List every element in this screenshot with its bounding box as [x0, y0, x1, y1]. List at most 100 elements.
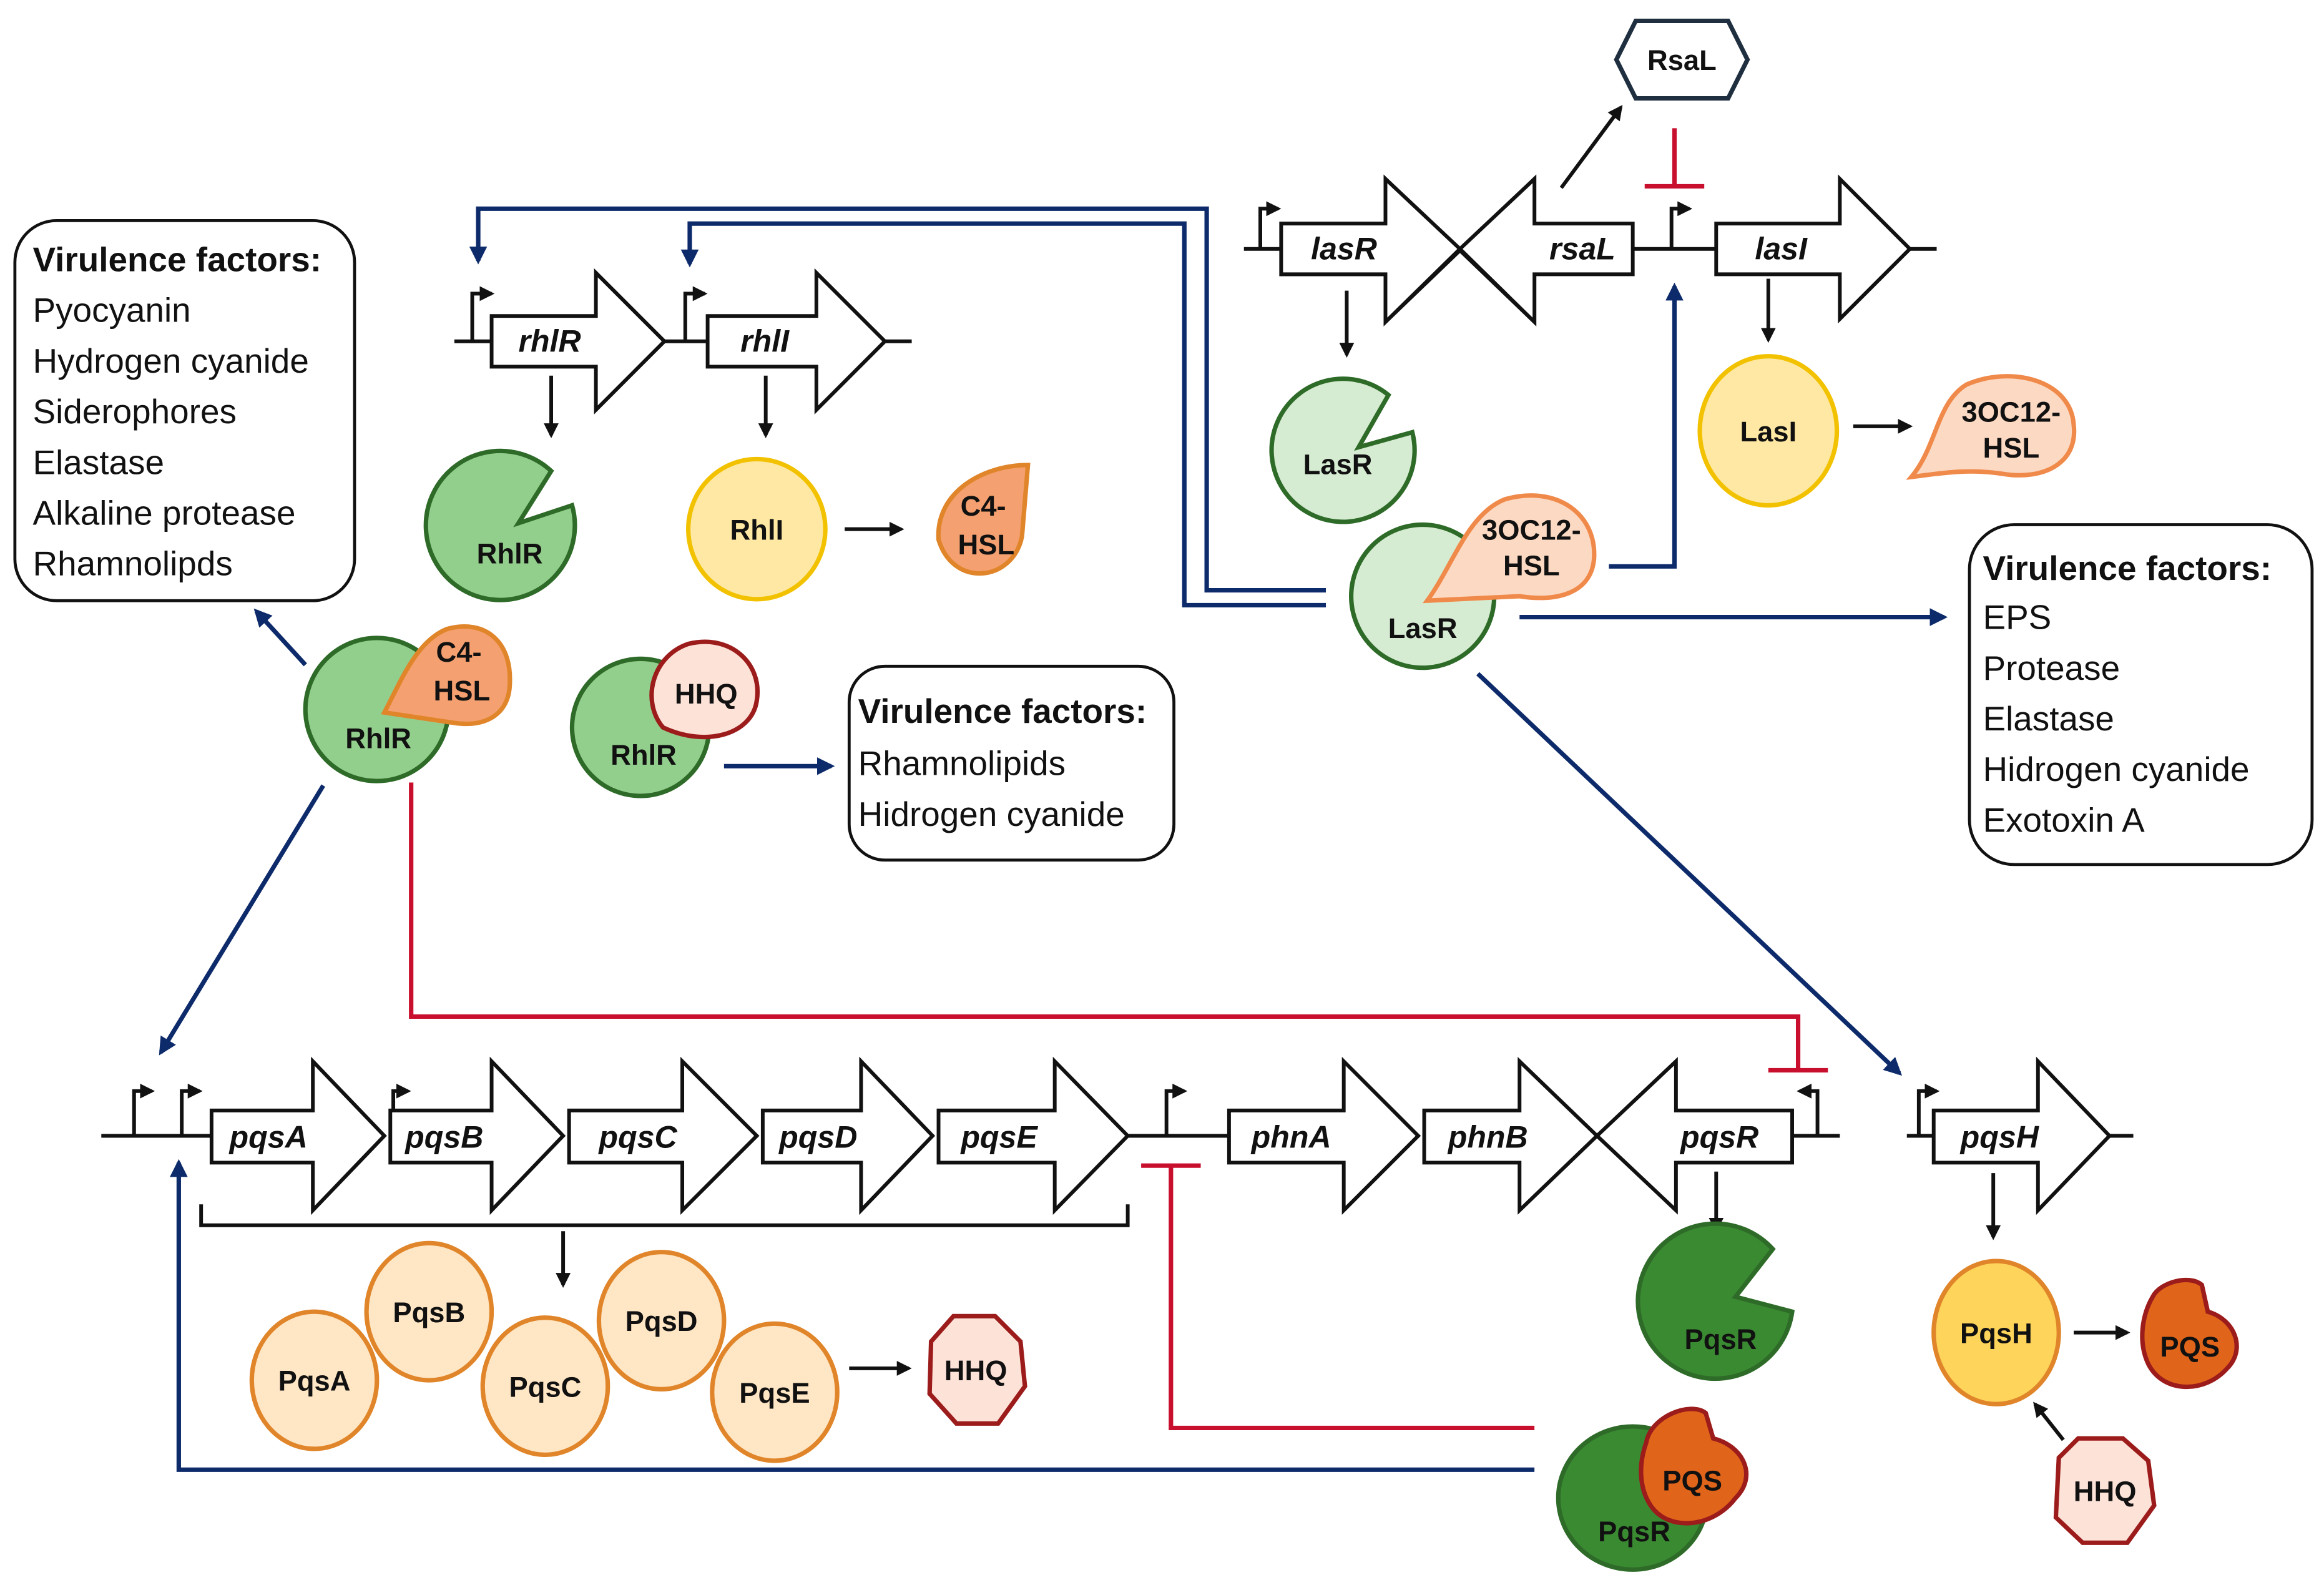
protein-label: RhlI: [730, 514, 784, 546]
protein-pqsR: PqsR: [1635, 1221, 1795, 1381]
gene-label: pqsH: [1959, 1120, 2040, 1155]
gene-label: pqsE: [959, 1120, 1038, 1155]
protein-label: PqsR: [1685, 1323, 1757, 1355]
signal-pqs: PQS: [2140, 1277, 2239, 1390]
activation-lasR-rhlR: [469, 206, 1326, 593]
virulence-title: Virulence factors:: [33, 240, 322, 279]
protein-rhlI: RhlI: [686, 456, 828, 602]
gene-label: pqsD: [778, 1120, 857, 1155]
virulence-item: Alkaline protease: [33, 493, 296, 532]
promoter-icon: [391, 1083, 411, 1111]
virulence-item: Rhamnolipds: [33, 544, 233, 583]
protein-label: RhlR: [345, 723, 411, 755]
signal-3oc12-hsl: 3OC12- HSL: [1906, 374, 2077, 480]
gene-label: lasR: [1311, 231, 1377, 266]
virulence-box-las: Virulence factors: EPS Protease Elastase…: [1968, 523, 2314, 866]
pqs-operon: pqsA pqsB pqsC pqsD pqsE phnA phnB pqsR …: [101, 1056, 2134, 1288]
promoter-icon: [683, 286, 708, 341]
complex-pqsR-pqs: PQS PqsR: [1556, 1406, 1749, 1572]
inhibition-pqsR-phnA: [1169, 1165, 1535, 1431]
enzyme-label: PqsE: [739, 1377, 810, 1409]
activation-pqsR-pqsA: [170, 1159, 1535, 1472]
virulence-item: Hydrogen cyanide: [33, 341, 309, 380]
activation-lasR-lasI: [1609, 282, 1684, 569]
promoter-icon: [1258, 201, 1282, 249]
gene-label: pqsC: [597, 1120, 677, 1155]
signal-label: HSL: [433, 675, 490, 707]
signal-label: C4-: [436, 636, 482, 668]
gene-phnA: [1227, 1056, 1421, 1215]
signal-label: HSL: [1983, 432, 2039, 464]
enzyme-pqsA: PqsA: [249, 1309, 380, 1451]
signal-label: 3OC12-: [1482, 514, 1581, 546]
protein-label: RsaL: [1647, 44, 1717, 76]
enzyme-pqsB: PqsB: [364, 1240, 494, 1383]
pqs-enzymes: PqsA PqsB PqsC PqsD PqsE: [249, 1240, 840, 1463]
promoter-icon: [1164, 1083, 1188, 1136]
signal-label: HHQ: [944, 1355, 1008, 1386]
virulence-item: Exotoxin A: [1983, 800, 2145, 839]
protein-label: RhlR: [610, 739, 677, 771]
signal-c4-hsl: C4- HSL: [936, 463, 1031, 576]
gene-rsaL: [1457, 174, 1635, 326]
virulence-item: Elastase: [1983, 699, 2114, 738]
gene-label: rhlI: [740, 323, 790, 358]
virulence-item: Rhamnolipids: [858, 744, 1066, 783]
las-operon: lasR rsaL lasI: [1243, 105, 1937, 358]
gene-label: pqsA: [228, 1120, 308, 1155]
signal-label: PQS: [1662, 1465, 1722, 1497]
promoter-icon: [1916, 1083, 1940, 1136]
inhibition-rsaL-lasI: [1644, 128, 1705, 189]
gene-label: pqsR: [1679, 1120, 1758, 1155]
signal-label: HHQ: [675, 678, 738, 710]
enzyme-pqsD: PqsD: [596, 1250, 727, 1391]
signal-label: 3OC12-: [1961, 396, 2061, 428]
gene-label: pqsB: [404, 1120, 483, 1155]
protein-pqsH: PqsH: [1931, 1259, 2061, 1406]
gene-lasI: [1714, 174, 1913, 324]
promoter-icon: [1797, 1083, 1820, 1136]
gene-pqsH: [1931, 1056, 2112, 1215]
signal-label: PQS: [2160, 1331, 2220, 1363]
gene-pqsD: [760, 1056, 936, 1215]
virulence-item: Protease: [1983, 649, 2120, 687]
virulence-title: Virulence factors:: [858, 692, 1147, 730]
protein-label: LasR: [1388, 612, 1458, 644]
enzyme-pqsC: PqsC: [480, 1315, 610, 1458]
virulence-item: EPS: [1983, 598, 2051, 637]
activation-lasR-rhlI: [680, 221, 1326, 608]
signal-label: C4-: [961, 490, 1006, 522]
protein-rhlR: RhlR: [423, 448, 577, 602]
protein-lasR: LasR: [1269, 376, 1417, 524]
virulence-item: Hidrogen cyanide: [858, 795, 1125, 833]
protein-label: PqsR: [1598, 1516, 1670, 1548]
gene-rhlR: [489, 268, 667, 415]
promoter-icon: [132, 1083, 155, 1136]
activation-rhlR-pqsA: [159, 784, 325, 1056]
gene-pqsB: [388, 1056, 566, 1215]
gene-label: phnB: [1447, 1120, 1528, 1155]
signal-hhq-substrate: HHQ: [2053, 1436, 2157, 1545]
enzyme-label: PqsC: [509, 1371, 582, 1403]
gene-pqsE: [936, 1056, 1130, 1215]
gene-label: phnA: [1250, 1120, 1331, 1155]
virulence-title: Virulence factors:: [1983, 549, 2272, 587]
rhl-operon: rhlR rhlI: [454, 268, 912, 438]
enzyme-label: PqsA: [278, 1365, 351, 1397]
signal-label: HSL: [958, 529, 1015, 561]
gene-rhlI: [705, 268, 888, 415]
complex-rhlR-c4hsl: C4- HSL RhlR: [303, 624, 512, 783]
virulence-item: Hidrogen cyanide: [1983, 750, 2249, 788]
signal-label: HHQ: [2074, 1475, 2137, 1507]
virulence-box-rhl-hhq: Virulence factors: Rhamnolipids Hidrogen…: [847, 664, 1175, 862]
protein-rsaL: RsaL: [1614, 18, 1750, 101]
signal-hhq: HHQ: [927, 1313, 1027, 1426]
complex-rhlR-hhq: HHQ RhlR: [569, 639, 760, 798]
protein-label: RhlR: [477, 538, 543, 570]
gene-pqsA: [209, 1056, 387, 1215]
activation-lasR-pqsH: [1476, 672, 1902, 1076]
promoter-icon: [470, 286, 495, 341]
virulence-item: Pyocyanin: [33, 291, 191, 330]
gene-label: rsaL: [1549, 231, 1616, 266]
complex-lasR-3oc12hsl: 3OC12- HSL LasR: [1349, 493, 1597, 670]
